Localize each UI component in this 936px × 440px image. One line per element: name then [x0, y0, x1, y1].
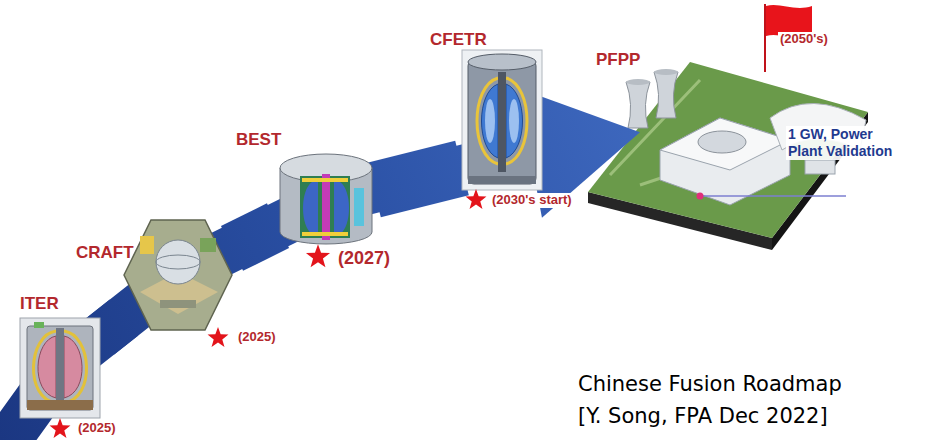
- milestone-star: [306, 244, 330, 267]
- central-solenoid: [56, 328, 64, 406]
- machine-base: [468, 176, 536, 184]
- vacuum-vessel: [64, 336, 82, 398]
- plasma-section: [334, 182, 349, 234]
- best-illustration: [280, 154, 372, 244]
- craft-illustration: [124, 220, 232, 330]
- milestone-star: [50, 418, 71, 438]
- vacuum-vessel: [38, 336, 56, 398]
- machine-part: [354, 188, 364, 226]
- stage-name: CRAFT: [76, 243, 134, 263]
- cooling-tower-top: [654, 69, 678, 75]
- roadmap-arrow: [374, 168, 462, 190]
- cfetr-illustration: [462, 50, 542, 190]
- note-underline: [700, 195, 846, 197]
- flag-pole: [764, 4, 766, 72]
- milestone-date: (2025): [76, 421, 118, 436]
- test-vessel: [156, 240, 200, 284]
- cooling-tower-top: [626, 79, 650, 85]
- milestone-star: [466, 189, 487, 209]
- roadmap-band: [0, 158, 502, 440]
- vessel-ring: [156, 255, 200, 269]
- stage-name: BEST: [236, 130, 281, 150]
- central-column: [498, 72, 506, 172]
- machine-base: [27, 400, 93, 410]
- hall-equipment: [160, 300, 196, 308]
- stage-node: BEST(2027): [278, 150, 374, 254]
- cooling-tower: [654, 72, 678, 118]
- plant-building: [660, 118, 790, 205]
- roadmap-arrow: [100, 318, 124, 337]
- stage-node: CRAFT(2025): [124, 218, 232, 332]
- stage-name: CFETR: [430, 30, 487, 50]
- hall-equipment: [140, 236, 154, 254]
- stage-node: ITER(2025): [20, 318, 100, 418]
- machine-top: [468, 54, 536, 70]
- hexagon-frame: [124, 220, 232, 330]
- central-column: [322, 174, 330, 240]
- milestone-star: [208, 327, 229, 347]
- coil-strip: [302, 232, 348, 236]
- picture-frame: [20, 318, 100, 418]
- plant-roof: [660, 118, 790, 170]
- milestone-date: (2030's start): [490, 193, 574, 208]
- iter-illustration: [20, 318, 100, 418]
- picture-frame: [462, 50, 542, 190]
- stage-node: PFPP(2050's)1 GW, Power Plant Validation: [640, 20, 880, 250]
- milestone-date: (2050's): [778, 32, 830, 47]
- caption: Chinese Fusion Roadmap [Y. Song, FPA Dec…: [578, 368, 842, 432]
- plasma-core: [509, 99, 519, 143]
- plasma-section: [506, 84, 523, 158]
- cooling-tower: [626, 82, 650, 128]
- hall-equipment: [200, 238, 216, 252]
- tokamak-body: [280, 168, 372, 244]
- reactor-dome: [698, 131, 746, 153]
- stage-note: 1 GW, Power Plant Validation: [786, 126, 896, 160]
- machine-part: [34, 322, 44, 328]
- milestone-date: (2025): [236, 330, 278, 345]
- coil-strip: [302, 178, 348, 182]
- stage-name: PFPP: [596, 50, 640, 70]
- plasma-core: [485, 99, 495, 143]
- roadmap-arrow: [232, 226, 278, 249]
- stage-name: ITER: [20, 294, 59, 314]
- plasma-section: [482, 84, 499, 158]
- note-dot: [697, 193, 704, 200]
- stage-node: CFETR(2030's start): [462, 50, 542, 190]
- milestone-date: (2027): [336, 248, 392, 269]
- machine-body: [468, 60, 536, 184]
- plant-annex: [805, 160, 835, 174]
- plasma-section: [303, 182, 318, 234]
- cryostat: [27, 326, 93, 410]
